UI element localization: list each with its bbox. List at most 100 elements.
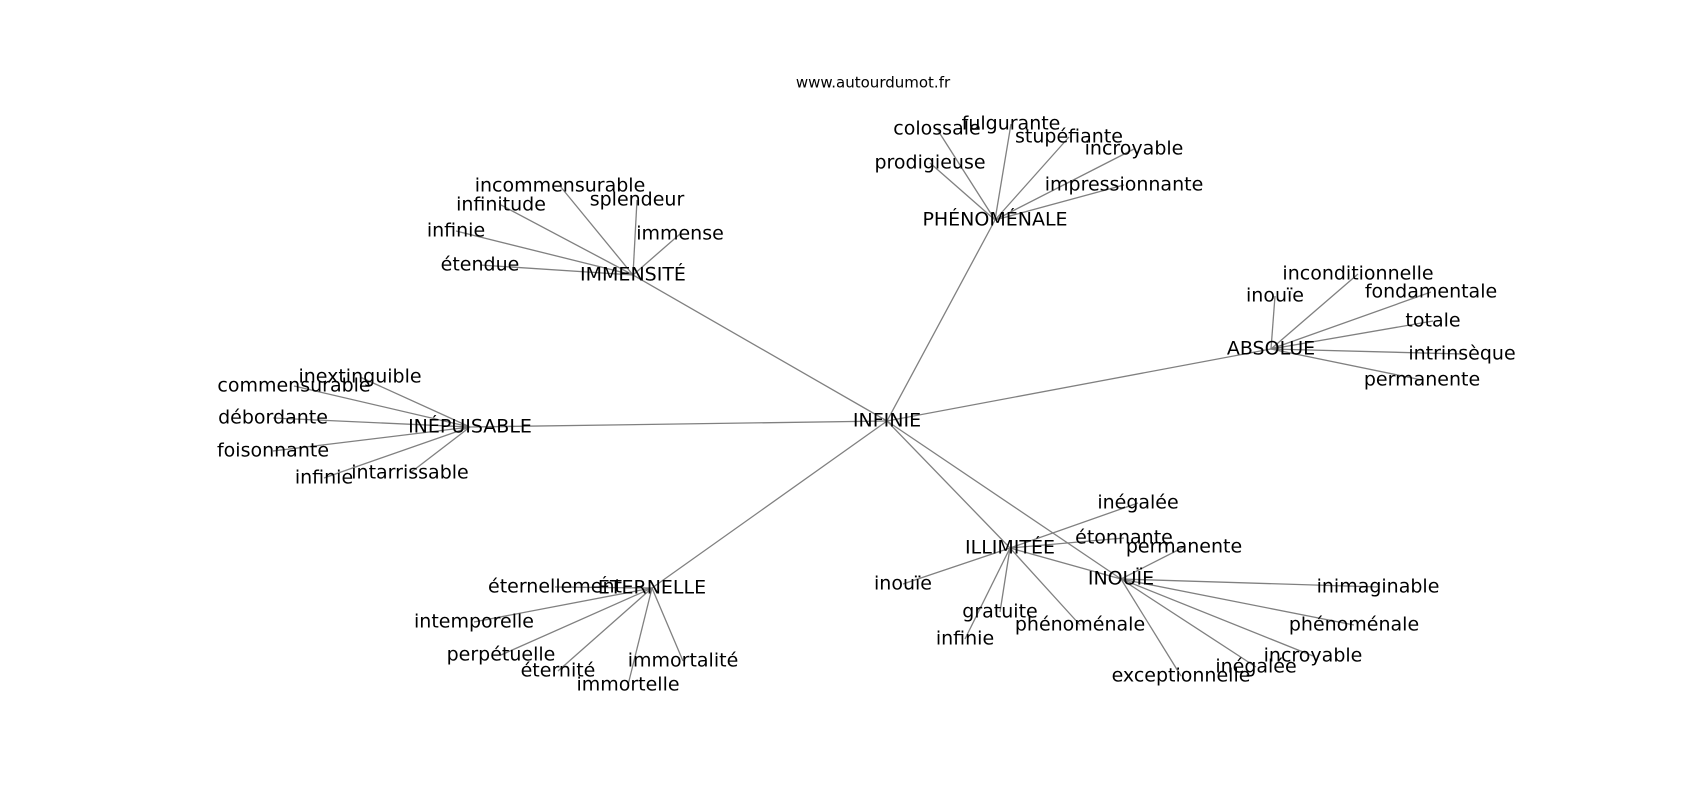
word-node[interactable]: intarrissable [351, 462, 468, 484]
edge-eternelle-word [651, 587, 684, 662]
edge-immensite-word [455, 230, 634, 276]
edge-immensite-word [559, 185, 634, 276]
word-node[interactable]: fondamentale [1365, 281, 1497, 303]
word-node[interactable]: intrinsèque [1408, 343, 1515, 365]
edge-phenomenale-word [936, 128, 996, 221]
edge-eternelle-word [500, 587, 653, 656]
edge-immensite-word [632, 233, 681, 276]
word-node[interactable]: immortalité [628, 650, 739, 672]
edge-inouie-word [1120, 546, 1185, 580]
edge-immensite-word [479, 264, 634, 276]
word-node[interactable]: commensurable [217, 375, 370, 397]
word-node[interactable]: inégalée [1215, 656, 1296, 678]
source-url: www.autourdumot.fr [796, 74, 951, 92]
word-node[interactable]: inégalée [1097, 492, 1178, 514]
word-node[interactable]: colossale [893, 118, 980, 140]
edge-illimitee-inouie [1009, 547, 1122, 580]
center-node[interactable]: INFINIE [853, 410, 921, 432]
edge-inouie-word [1120, 578, 1257, 668]
edge-phenomenale-word [994, 148, 1135, 221]
word-node[interactable]: inouïe [1246, 285, 1304, 307]
edge-absolue-word [1270, 273, 1359, 350]
edge-center-absolue [886, 348, 1272, 422]
hub-node-inepuisable[interactable]: INÉPUISABLE [408, 415, 532, 438]
word-node[interactable]: inimaginable [1317, 576, 1440, 598]
edge-absolue-word [1270, 348, 1463, 355]
word-node[interactable]: permanente [1364, 369, 1480, 391]
word-node[interactable]: intemporelle [414, 611, 534, 633]
edge-inouie-word [1120, 578, 1379, 588]
edge-eternelle-word [627, 587, 653, 686]
word-node[interactable]: infinie [427, 220, 485, 242]
edge-center-illimitee [886, 420, 1011, 549]
word-node[interactable]: éternité [521, 660, 596, 682]
word-node[interactable]: incommensurable [475, 175, 646, 197]
edge-absolue-word [1270, 291, 1432, 350]
word-node[interactable]: infinitude [456, 194, 546, 216]
word-node[interactable]: éternellement [488, 576, 622, 598]
edge-inouie-word [1120, 578, 1355, 626]
word-node[interactable]: immense [636, 223, 724, 245]
edge-center-immensite [632, 274, 888, 422]
hub-node-absolue[interactable]: ABSOLUE [1227, 338, 1315, 360]
edge-phenomenale-word [994, 184, 1125, 221]
hub-node-illimitee[interactable]: ILLIMITÉE [965, 536, 1055, 559]
edge-center-phenomenale [886, 219, 996, 422]
hub-node-immensite[interactable]: IMMENSITÉ [580, 263, 686, 286]
edge-center-inouie [886, 420, 1122, 580]
word-node[interactable]: foisonnante [217, 440, 329, 462]
edge-absolue-word [1270, 320, 1434, 350]
word-node[interactable]: stupéfiante [1015, 126, 1123, 148]
word-node[interactable]: incroyable [1085, 138, 1184, 160]
edge-inepuisable-word [272, 426, 471, 452]
edge-absolue-word [1270, 295, 1276, 350]
word-node[interactable]: infinie [295, 467, 353, 489]
word-node[interactable]: splendeur [590, 189, 685, 211]
word-node[interactable]: inextinguible [298, 366, 421, 388]
word-node[interactable]: phénoménale [1289, 614, 1419, 636]
edge-eternelle-word [554, 586, 653, 589]
edge-center-eternelle [651, 420, 888, 589]
word-node[interactable]: inconditionnelle [1282, 263, 1433, 285]
edge-phenomenale-word [994, 136, 1070, 221]
hub-node-inouie[interactable]: INOUÏE [1088, 567, 1154, 590]
word-node[interactable]: perpétuelle [447, 644, 556, 666]
edge-illimitee-word [902, 547, 1011, 585]
word-node[interactable]: incroyable [1264, 645, 1363, 667]
hub-node-eternelle[interactable]: ÉTERNELLE [598, 576, 706, 599]
word-node[interactable]: totale [1405, 310, 1460, 332]
edge-illimitee-word [1009, 547, 1081, 626]
word-node[interactable]: étendue [441, 254, 520, 276]
word-node[interactable]: exceptionnelle [1112, 665, 1251, 687]
edge-absolue-word [1270, 348, 1423, 381]
word-node[interactable]: étonnante [1075, 527, 1173, 549]
word-node[interactable]: infinie [936, 628, 994, 650]
edge-inouie-word [1120, 578, 1182, 677]
graph-edges [272, 123, 1463, 686]
edge-immensite-word [632, 199, 638, 276]
word-node[interactable]: prodigieuse [874, 152, 985, 174]
word-node[interactable]: gratuite [962, 601, 1037, 623]
edge-center-inepuisable [469, 420, 888, 428]
edge-eternelle-word [557, 587, 653, 672]
word-node[interactable]: immortelle [576, 674, 679, 696]
edge-illimitee-word [1009, 502, 1139, 549]
edge-inepuisable-word [272, 417, 471, 428]
word-node[interactable]: inouïe [874, 573, 932, 595]
word-node[interactable]: impressionnante [1045, 174, 1204, 196]
edge-immensite-word [500, 204, 634, 276]
word-node[interactable]: phénoménale [1015, 614, 1145, 636]
edge-phenomenale-word [994, 123, 1012, 221]
edge-inouie-word [1120, 578, 1314, 657]
edge-illimitee-word [999, 547, 1011, 613]
hub-node-phenomenale[interactable]: PHÉNOMÉNALE [922, 208, 1067, 231]
edge-inepuisable-word [409, 426, 471, 474]
word-node[interactable]: débordante [218, 407, 328, 429]
edge-inepuisable-word [323, 426, 471, 479]
edge-phenomenale-word [929, 162, 996, 221]
graph-labels: www.autourdumot.fr INFINIE IMMENSITÉ incom… [217, 74, 1516, 696]
word-node[interactable]: permanente [1126, 536, 1242, 558]
word-node[interactable]: fulgurante [962, 113, 1061, 135]
edge-inepuisable-word [359, 376, 471, 428]
